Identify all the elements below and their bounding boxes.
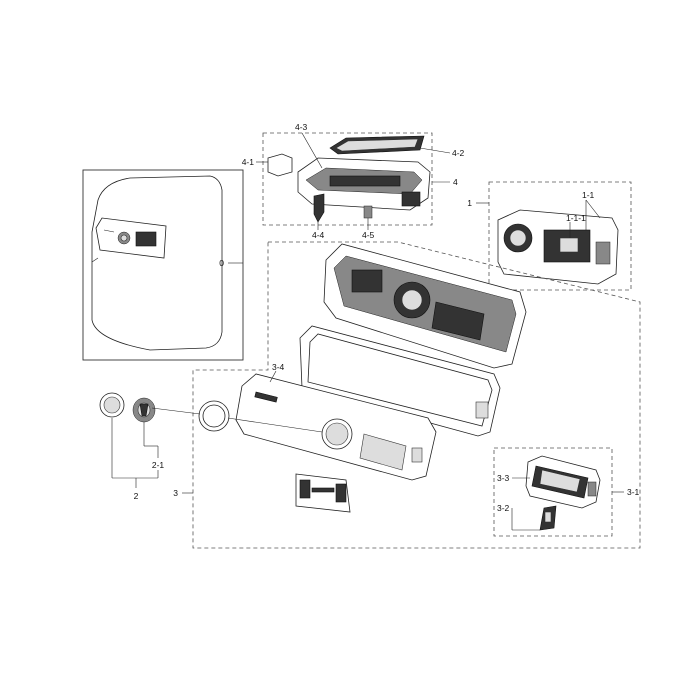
label-4-5: 4-5	[362, 230, 375, 240]
leader-ring-1	[151, 407, 201, 415]
label-3-4: 3-4	[272, 362, 285, 372]
part-4-frame-slot	[329, 175, 401, 187]
part-3-1-side-tab	[587, 481, 597, 497]
leader-1-1b	[585, 199, 601, 219]
part-2-knob-cap-face	[103, 396, 121, 414]
label-1: 1	[467, 198, 472, 208]
leader-lines	[111, 132, 624, 531]
panel-housing-left-block	[351, 269, 383, 293]
label-1-1-1: 1-1-1	[566, 213, 586, 223]
part-4-5-clip	[363, 205, 373, 219]
assembly-3-outline	[192, 241, 641, 549]
panel-gasket-clip	[475, 401, 489, 419]
assembly-0-washer	[82, 169, 244, 361]
label-0: 0	[219, 258, 224, 268]
label-4-3: 4-3	[295, 122, 308, 132]
part-button-strip-left	[299, 479, 311, 499]
part-4-frame-end	[401, 191, 421, 207]
washer-control-panel	[95, 217, 167, 259]
panel-gasket-inner	[307, 333, 493, 427]
part-3-4-dial-opening-inner	[325, 422, 349, 446]
part-4-1-block	[267, 153, 293, 177]
washer-display	[135, 231, 157, 247]
label-3: 3	[173, 488, 178, 498]
washer-edge-line	[91, 257, 99, 263]
part-button-strip-bar	[311, 487, 335, 493]
label-2-1: 2-1	[152, 460, 165, 470]
part-3-3-lcd-face	[539, 469, 581, 493]
label-4-4: 4-4	[312, 230, 325, 240]
label-4-2: 4-2	[452, 148, 465, 158]
assembly-1-pcb	[488, 181, 632, 291]
leader-4-2	[419, 147, 451, 154]
leader-3-4	[269, 370, 277, 383]
assembly-0-box	[82, 169, 244, 361]
part-button-strip-right	[335, 483, 347, 503]
part-3-2-connector-face	[544, 511, 552, 523]
label-4: 4	[453, 177, 458, 187]
label-4-1: 4-1	[242, 157, 255, 167]
assembly-4-box	[262, 132, 433, 226]
washer-dial-center	[120, 234, 128, 242]
label-3-3: 3-3	[497, 473, 510, 483]
leader-4-3	[301, 132, 323, 169]
washer-badge	[103, 229, 115, 233]
assembly-4-frame	[262, 132, 433, 226]
label-1-1: 1-1	[582, 190, 595, 200]
label-3-1: 3-1	[627, 487, 640, 497]
part-3-4-display-window	[359, 433, 407, 471]
leader-ring-2	[227, 417, 323, 433]
part-1-connector	[595, 241, 611, 265]
assembly-3-1-display	[493, 447, 613, 537]
assembly-1-box	[488, 181, 632, 291]
part-ring-seal-inner	[202, 404, 226, 428]
part-3-4-logo	[254, 391, 278, 403]
washer-cabinet	[91, 175, 223, 351]
part-2-1-knob-spoke	[139, 403, 149, 417]
part-3-4-button	[411, 447, 423, 463]
panel-housing-dial-hole	[401, 289, 423, 311]
part-1-encoder	[509, 229, 527, 247]
assembly-2-knob	[99, 392, 156, 423]
panel-housing-display-window	[431, 301, 485, 341]
part-1-1-1-chip	[559, 237, 579, 253]
control-panel-housing	[323, 243, 527, 369]
part-4-4-bracket	[313, 193, 325, 223]
label-3-2: 3-2	[497, 503, 510, 513]
part-4-2-cover-face	[335, 138, 419, 152]
callout-labels: 0 1 1-1 1-1-1 2 2-1 3 3-1 3-2 3-3 3-4 4 …	[134, 122, 640, 513]
label-2: 2	[134, 491, 139, 501]
